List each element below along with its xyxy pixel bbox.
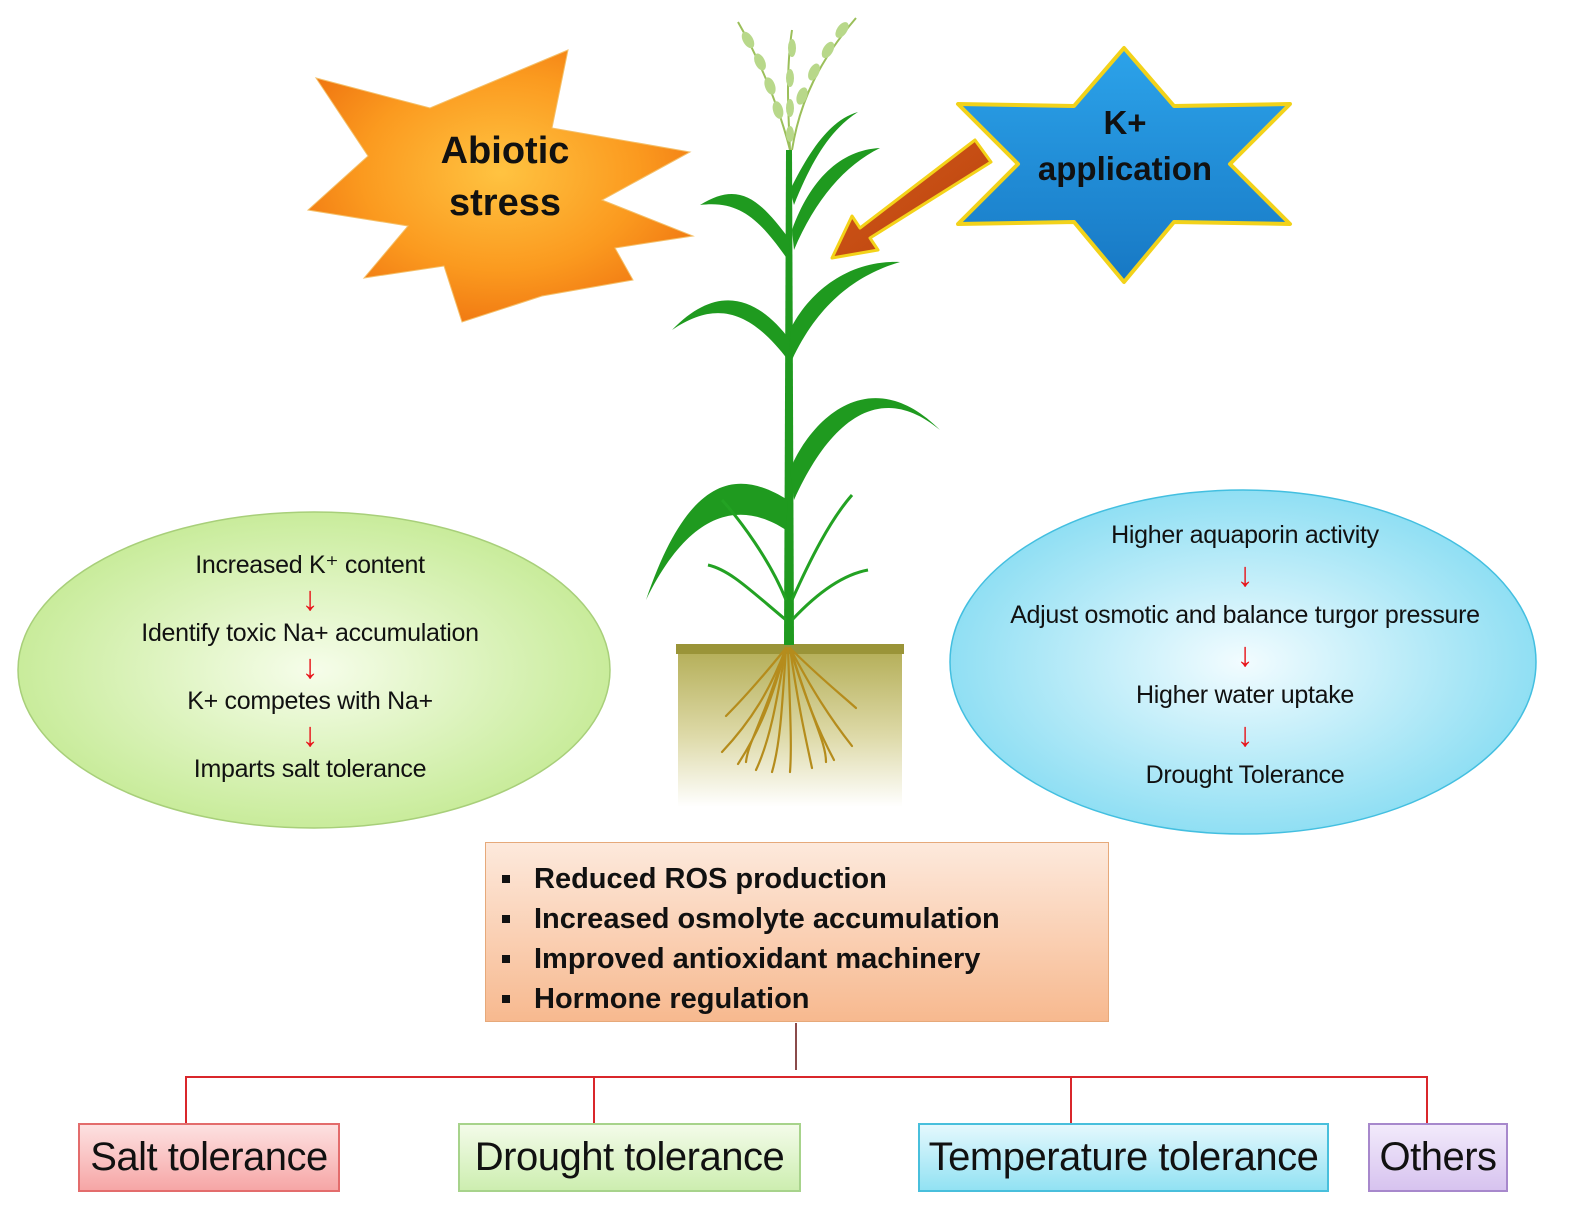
drought-step-4: Drought Tolerance: [1145, 761, 1345, 789]
outcome-drought-tolerance: Drought tolerance: [458, 1123, 801, 1192]
down-arrow-icon: ↓: [1236, 636, 1254, 674]
k-effects-box: Reduced ROS production Increased osmolyt…: [485, 842, 1109, 1022]
abiotic-stress-line1: Abiotic: [440, 130, 570, 172]
effect-label: Reduced ROS production: [534, 863, 887, 895]
salt-step-3: K+ competes with Na+: [187, 687, 433, 715]
outcome-temperature-tolerance: Temperature tolerance: [918, 1123, 1329, 1192]
effect-label: Hormone regulation: [534, 983, 810, 1015]
plant-icon: [646, 17, 940, 645]
outcome-salt-tolerance: Salt tolerance: [78, 1123, 340, 1192]
salt-step-2: Identify toxic Na+ accumulation: [141, 619, 479, 647]
k-application-star: [956, 46, 1292, 284]
abiotic-stress-burst: [306, 49, 695, 323]
drought-step-1: Higher aquaporin activity: [1111, 521, 1379, 549]
roots-icon: [720, 646, 858, 774]
down-arrow-icon: ↓: [301, 580, 319, 618]
drought-pathway-flow: Higher aquaporin activity ↓ Adjust osmot…: [965, 517, 1525, 793]
effect-label: Improved antioxidant machinery: [534, 943, 981, 975]
outcome-others: Others: [1368, 1123, 1508, 1192]
salt-pathway-flow: Increased K⁺ content ↓ Identify toxic Na…: [60, 548, 560, 786]
bullet-icon: [502, 955, 510, 963]
drought-step-3: Higher water uptake: [1135, 681, 1355, 709]
k-application-line2: application: [1037, 150, 1213, 187]
k-effects-list: Reduced ROS production Increased osmolyt…: [486, 843, 1108, 1019]
salt-pathway-oval: [17, 511, 611, 829]
bullet-icon: [502, 915, 510, 923]
list-item: Hormone regulation: [502, 979, 1108, 1019]
list-item: Reduced ROS production: [502, 859, 1108, 899]
salt-step-1: Increased K⁺ content: [195, 551, 425, 579]
effect-label: Increased osmolyte accumulation: [534, 903, 1000, 935]
abiotic-stress-line2: stress: [449, 182, 561, 224]
down-arrow-icon: ↓: [301, 648, 319, 686]
down-arrow-icon: ↓: [301, 716, 319, 754]
k-application-label: K+ application: [985, 100, 1265, 192]
down-arrow-icon: ↓: [1236, 716, 1254, 754]
drought-step-2: Adjust osmotic and balance turgor pressu…: [1010, 601, 1480, 629]
bullet-icon: [502, 995, 510, 1003]
drought-pathway-oval: [949, 489, 1537, 835]
list-item: Improved antioxidant machinery: [502, 939, 1108, 979]
down-arrow-icon: ↓: [1236, 556, 1254, 594]
list-item: Increased osmolyte accumulation: [502, 899, 1108, 939]
abiotic-stress-label: Abiotic stress: [360, 125, 650, 229]
salt-step-4: Imparts salt tolerance: [193, 755, 427, 783]
k-application-arrow: [830, 138, 993, 260]
k-application-line1: K+: [1103, 104, 1147, 141]
outcome-connector-tree: [185, 1023, 1428, 1123]
bullet-icon: [502, 875, 510, 883]
